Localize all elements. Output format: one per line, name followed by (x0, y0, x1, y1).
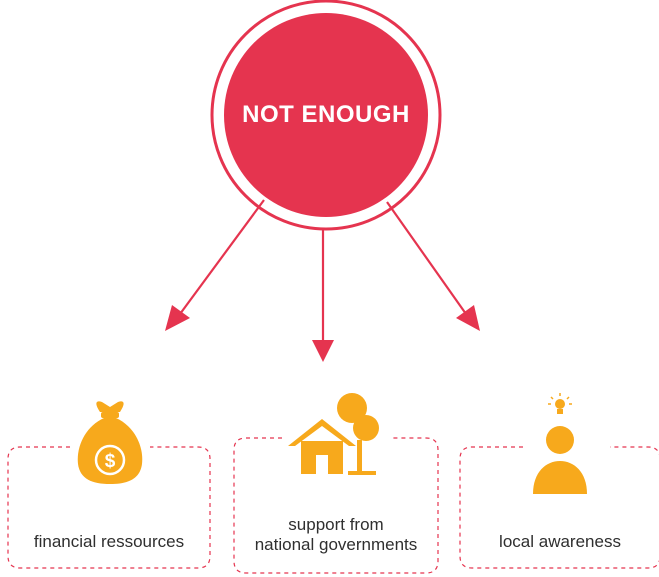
label-financial-resources-text: financial ressources (33, 532, 185, 551)
label-support-national-governments: support from national governments (234, 513, 438, 557)
label-support-line-1: support from (288, 515, 384, 534)
center-label: NOT ENOUGH (242, 101, 410, 128)
card-financial (7, 446, 211, 569)
house-tree-icon (288, 393, 379, 475)
arrow-left (165, 199, 265, 331)
center-circle (224, 13, 428, 217)
arrow-right (386, 201, 480, 331)
label-local-awareness-text: local awareness (499, 532, 621, 551)
card-awareness (459, 446, 659, 569)
arrow-middle (312, 230, 334, 362)
person-lightbulb-icon (533, 393, 587, 494)
money-bag-icon: $ (77, 401, 143, 484)
svg-text:$: $ (105, 451, 116, 472)
label-local-awareness: local awareness (460, 530, 659, 554)
label-support-line-2: national governments (254, 535, 418, 554)
card-support (233, 437, 439, 574)
label-financial-resources: financial ressources (8, 530, 210, 554)
